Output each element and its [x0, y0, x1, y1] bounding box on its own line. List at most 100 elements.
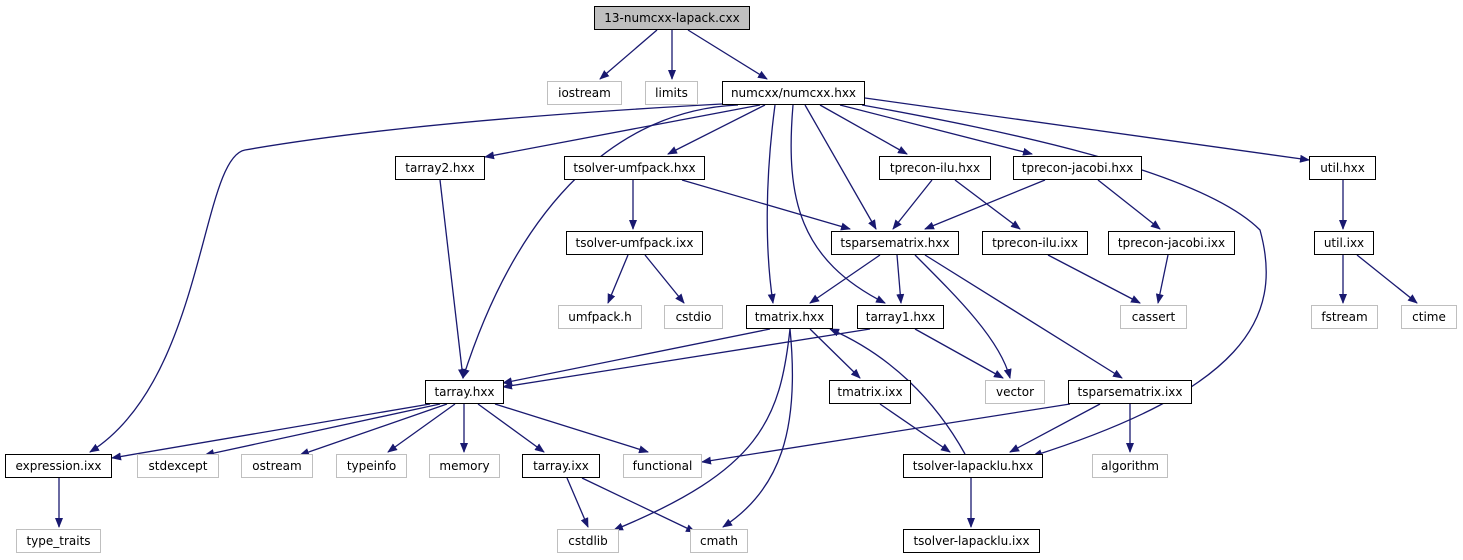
node-vector: vector — [985, 380, 1045, 404]
node-tarray1-hxx[interactable]: tarray1.hxx — [857, 305, 944, 329]
node-cassert: cassert — [1120, 305, 1187, 329]
node-label: tprecon-ilu.ixx — [992, 236, 1078, 250]
node-fstream: fstream — [1311, 305, 1378, 329]
edge-numcxx-tsolver-umfpack-hxx — [667, 104, 766, 155]
node-label: tmatrix.ixx — [837, 385, 903, 399]
node-tmatrix-hxx[interactable]: tmatrix.hxx — [746, 305, 833, 329]
node-label: tarray1.hxx — [865, 310, 936, 324]
edge-util-ixx-ctime — [1356, 254, 1418, 304]
edge-tarray-functional — [494, 403, 649, 454]
node-label: tsolver-umfpack.hxx — [573, 161, 696, 175]
edge-tsolver-umfpack-ixx-cstdio — [644, 254, 685, 304]
node-tarray-hxx[interactable]: tarray.hxx — [425, 380, 504, 404]
node-label: 13-numcxx-lapack.cxx — [604, 11, 740, 25]
edge-numcxx-tmatrix-hxx — [766, 104, 776, 304]
edge-numcxx-tarray2 — [484, 104, 761, 160]
node-cmath: cmath — [690, 529, 748, 553]
edge-tsparsematrix-tsparsematrix-ixx — [924, 254, 1123, 379]
node-label: ctime — [1412, 310, 1446, 324]
node-limits: limits — [645, 81, 698, 105]
node-label: cstdio — [675, 310, 712, 324]
node-label: util.ixx — [1323, 236, 1365, 250]
edge-tarray-expression — [111, 403, 431, 461]
node-label: ostream — [252, 459, 302, 473]
node-label: tarray.hxx — [434, 385, 495, 399]
node-label: stdexcept — [148, 459, 208, 473]
edge-numcxx-tsparsematrix-hxx — [804, 104, 877, 230]
node-label: tsparsematrix.ixx — [1077, 385, 1183, 399]
edge-numcxx-tprecon-ilu-hxx — [819, 104, 908, 155]
node-tsolver-umfpack-hxx[interactable]: tsolver-umfpack.hxx — [564, 156, 705, 180]
node-13-numcxx-lapack-cxx: 13-numcxx-lapack.cxx — [594, 6, 750, 30]
edge-tprecon-ilu-ixx-cassert — [1047, 254, 1141, 304]
node-type-traits: type_traits — [16, 529, 101, 553]
node-tsparsematrix-hxx[interactable]: tsparsematrix.hxx — [831, 231, 959, 255]
node-label: tsparsematrix.hxx — [840, 236, 950, 250]
edge-numcxx-expression — [89, 103, 723, 453]
edge-numcxx-tprecon-jacobi-hxx — [839, 104, 1033, 156]
edge-tprecon-ilu-hxx-ixx — [954, 179, 1021, 230]
node-tprecon-jacobi-hxx[interactable]: tprecon-jacobi.hxx — [1013, 156, 1142, 180]
edge-tsparsematrix-ixx-lapacklu-hxx — [1009, 403, 1101, 453]
node-functional: functional — [623, 454, 702, 478]
edge-tsolver-umfpack-ixx-umfpack — [607, 254, 629, 304]
node-label: tprecon-ilu.hxx — [889, 161, 981, 175]
edge-tsparsematrix-tarray1 — [896, 254, 905, 304]
edge-tarray-stdexcept — [204, 403, 441, 458]
node-tsolver-lapacklu-hxx[interactable]: tsolver-lapacklu.hxx — [903, 454, 1043, 478]
node-umfpack-h: umfpack.h — [558, 305, 642, 329]
edge-tmatrix-hxx-cstdlib — [613, 328, 791, 531]
edge-tarray-ostream — [299, 403, 448, 456]
edge-tprecon-jacobi-hxx-tsparsematrix — [924, 179, 1046, 230]
edge-tsolver-umfpack-hxx-tsparsematrix — [681, 179, 851, 231]
node-numcxx-hxx[interactable]: numcxx/numcxx.hxx — [722, 81, 865, 105]
edge-root-iostream — [599, 29, 658, 80]
node-label: algorithm — [1101, 459, 1159, 473]
edge-tsparsematrix-vector — [914, 254, 1012, 379]
node-label: limits — [655, 86, 688, 100]
node-label: umfpack.h — [568, 310, 632, 324]
node-label: tsolver-umfpack.ixx — [575, 236, 694, 250]
edge-tmatrix-hxx-tarray — [502, 328, 771, 386]
edge-tsparsematrix-ixx-functional — [701, 403, 1071, 465]
node-cstdlib: cstdlib — [557, 529, 619, 553]
node-algorithm: algorithm — [1092, 454, 1168, 478]
node-tprecon-ilu-ixx[interactable]: tprecon-ilu.ixx — [982, 231, 1088, 255]
edge-tmatrix-hxx-cmath — [722, 328, 794, 528]
edge-tprecon-ilu-hxx-tsparsematrix — [892, 179, 933, 230]
node-tprecon-ilu-hxx[interactable]: tprecon-ilu.hxx — [879, 156, 991, 180]
node-expression-ixx[interactable]: expression.ixx — [5, 454, 112, 478]
edge-tarray-ixx-cstdlib — [566, 477, 589, 528]
edge-tprecon-jacobi-hxx-ixx — [1097, 179, 1161, 230]
node-tsolver-umfpack-ixx[interactable]: tsolver-umfpack.ixx — [566, 231, 703, 255]
node-tmatrix-ixx[interactable]: tmatrix.ixx — [829, 380, 911, 404]
node-tsolver-lapacklu-ixx[interactable]: tsolver-lapacklu.ixx — [903, 529, 1040, 553]
node-label: util.hxx — [1320, 161, 1365, 175]
node-iostream: iostream — [547, 81, 622, 105]
node-ctime: ctime — [1401, 305, 1457, 329]
node-stdexcept: stdexcept — [137, 454, 219, 478]
edge-tarray-ixx-cmath — [581, 477, 696, 533]
node-label: cstdlib — [568, 534, 608, 548]
edge-tarray1-tarray — [502, 328, 871, 390]
node-tarray-ixx[interactable]: tarray.ixx — [522, 454, 600, 478]
edge-tsparsematrix-tmatrix-hxx — [809, 254, 881, 304]
node-ostream: ostream — [241, 454, 313, 478]
node-label: fstream — [1321, 310, 1368, 324]
node-label: tmatrix.hxx — [754, 310, 825, 324]
node-tsparsematrix-ixx[interactable]: tsparsematrix.ixx — [1068, 380, 1192, 404]
edge-tarray-typeinfo — [387, 403, 456, 453]
node-label: functional — [632, 459, 693, 473]
node-tprecon-jacobi-ixx[interactable]: tprecon-jacobi.ixx — [1108, 231, 1235, 255]
node-label: tarray2.hxx — [405, 161, 475, 175]
node-util-hxx[interactable]: util.hxx — [1309, 156, 1376, 180]
node-label: tprecon-jacobi.hxx — [1021, 161, 1134, 175]
node-cstdio: cstdio — [664, 305, 723, 329]
edge-numcxx-tarray1 — [790, 104, 886, 304]
edge-numcxx-util-hxx — [864, 97, 1310, 163]
node-util-ixx[interactable]: util.ixx — [1314, 231, 1374, 255]
node-tarray2-hxx[interactable]: tarray2.hxx — [395, 156, 485, 180]
edge-tarray2-tarray — [439, 179, 466, 379]
node-label: numcxx/numcxx.hxx — [730, 86, 857, 100]
edge-tprecon-jacobi-ixx-cassert — [1155, 254, 1169, 304]
